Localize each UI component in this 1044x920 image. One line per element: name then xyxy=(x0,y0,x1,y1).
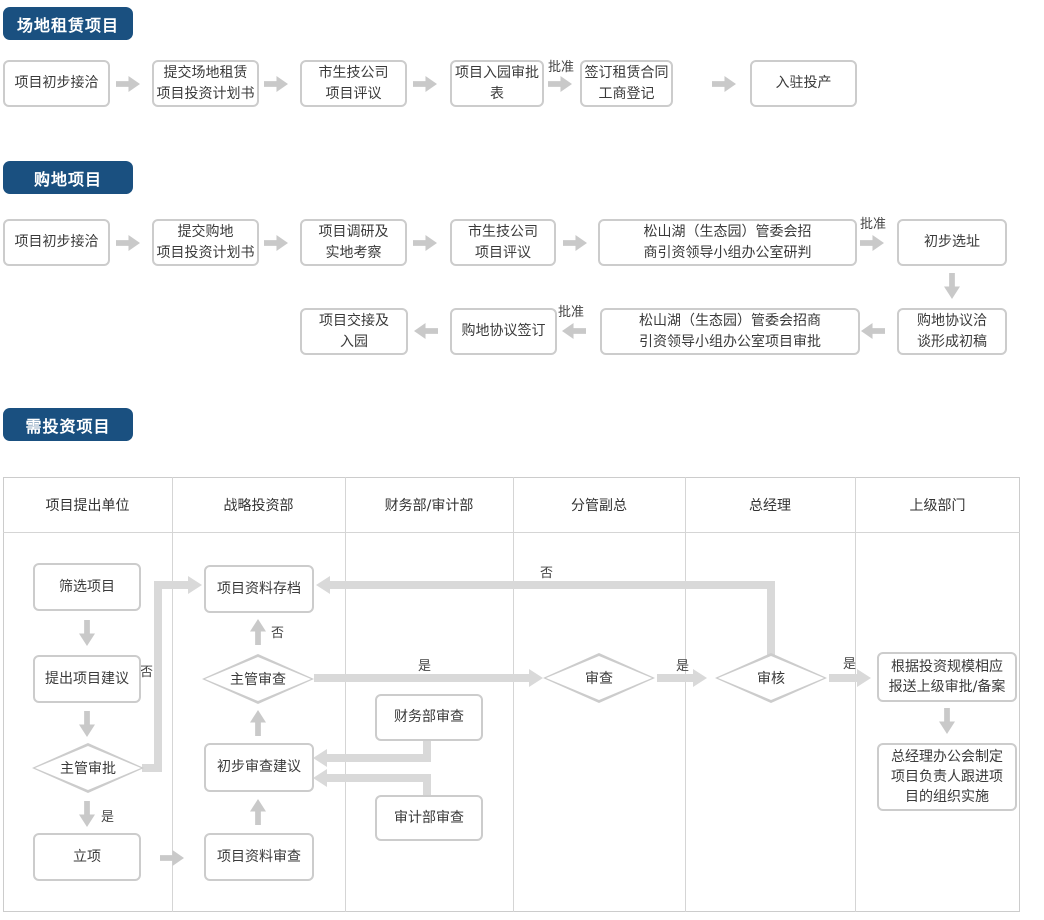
connector-line xyxy=(154,585,162,772)
flow1-node-company-review: 市生技公司 项目评议 xyxy=(300,60,407,107)
section-badge-site-lease: 场地租赁项目 xyxy=(3,7,133,40)
swim-node-audit-review: 审计部审查 xyxy=(375,795,483,841)
lane-header-deputy-gm: 分管副总 xyxy=(571,497,627,514)
connector-arrowhead xyxy=(857,669,871,687)
flow2-node-committee-approval: 松山湖（生态园）管委会招商 引资领导小组办公室项目审批 xyxy=(600,308,860,355)
flow1-node-entry-approval-form: 项目入园审批表 xyxy=(450,60,544,107)
arrow-right-icon xyxy=(548,76,572,92)
yes-label: 是 xyxy=(843,657,857,672)
arrow-left-icon xyxy=(562,323,586,339)
swim-node-screen-projects: 筛选项目 xyxy=(33,563,141,611)
lane-header-superior-dept: 上级部门 xyxy=(909,497,966,514)
swim-decision-supervisor-approve: 主管审批 xyxy=(32,743,144,793)
yes-label: 是 xyxy=(418,659,432,674)
connector-arrowhead xyxy=(529,669,543,687)
connector-line xyxy=(314,674,531,682)
arrow-right-icon xyxy=(264,235,288,251)
arrow-down-icon xyxy=(944,273,960,299)
column-divider xyxy=(345,477,346,912)
arrow-right-icon xyxy=(264,76,288,92)
connector-line xyxy=(142,764,162,772)
connector-line xyxy=(423,740,431,762)
swim-decision-check: 审核 xyxy=(715,653,827,703)
lane-header-proposing-unit: 项目提出单位 xyxy=(45,497,130,514)
header-divider xyxy=(3,532,1020,533)
swim-node-propose: 提出项目建议 xyxy=(33,655,141,703)
connector-line xyxy=(767,585,775,655)
flow1-node-submit-plan: 提交场地租赁 项目投资计划书 xyxy=(152,60,259,107)
column-divider xyxy=(513,477,514,912)
connector-line xyxy=(326,774,431,782)
arrow-right-icon xyxy=(860,235,884,251)
no-label: 否 xyxy=(140,661,154,680)
connector-line xyxy=(657,674,695,682)
connector-arrowhead xyxy=(188,576,202,594)
connector-line xyxy=(423,774,431,795)
flow2-node-submit-plan: 提交购地 项目投资计划书 xyxy=(152,219,259,266)
approve-label: 批准 xyxy=(558,305,585,320)
arrow-right-icon xyxy=(116,235,140,251)
approve-label: 批准 xyxy=(860,217,887,232)
arrow-left-icon xyxy=(414,323,438,339)
flow2-node-handover: 项目交接及 入园 xyxy=(300,308,408,355)
flow1-node-sign-lease: 签订租赁合同 工商登记 xyxy=(580,60,673,107)
flow2-node-survey: 项目调研及 实地考察 xyxy=(300,219,407,266)
flow2-node-site-selection: 初步选址 xyxy=(897,219,1007,266)
connector-line xyxy=(829,674,859,682)
connector-arrowhead xyxy=(313,749,327,767)
arrow-right-icon xyxy=(413,76,437,92)
swim-node-prelim-opinion: 初步审查建议 xyxy=(204,743,314,792)
lane-header-finance-audit: 财务部/审计部 xyxy=(384,497,474,514)
connector-arrowhead xyxy=(313,769,327,787)
connector-line xyxy=(330,581,775,589)
swim-decision-review: 审查 xyxy=(543,653,655,703)
swim-node-report-superior: 根据投资规模相应 报送上级审批/备案 xyxy=(877,652,1017,702)
connector-line xyxy=(326,754,431,762)
swim-node-project-setup: 立项 xyxy=(33,833,141,881)
swim-node-finance-review: 财务部审查 xyxy=(375,694,483,741)
lane-header-strategy-dept: 战略投资部 xyxy=(223,497,294,514)
flow2-node-company-review: 市生技公司 项目评议 xyxy=(450,219,556,266)
flow1-node-initial-contact: 项目初步接洽 xyxy=(3,60,110,107)
flow2-node-sign-agreement: 购地协议签订 xyxy=(450,308,557,355)
arrow-left-icon xyxy=(861,323,885,339)
section-badge-investment: 需投资项目 xyxy=(3,408,133,441)
flow2-node-initial-contact: 项目初步接洽 xyxy=(3,219,110,266)
swim-node-implementation: 总经理办公会制定 项目负责人跟进项 目的组织实施 xyxy=(877,743,1017,811)
swim-node-data-review: 项目资料审查 xyxy=(204,833,314,881)
lane-header-gm: 总经理 xyxy=(749,497,791,514)
yes-label: 是 xyxy=(101,810,115,825)
connector-arrowhead xyxy=(693,669,707,687)
flow2-node-committee-study: 松山湖（生态园）管委会招 商引资领导小组办公室研判 xyxy=(598,219,857,266)
section-badge-land-purchase: 购地项目 xyxy=(3,161,133,194)
flow2-node-draft-agreement: 购地协议洽 谈形成初稿 xyxy=(897,308,1007,355)
column-divider xyxy=(172,477,173,912)
swimlane-table xyxy=(3,477,1020,912)
column-divider xyxy=(855,477,856,912)
arrow-right-icon xyxy=(413,235,437,251)
arrow-right-icon xyxy=(116,76,140,92)
arrow-right-icon xyxy=(563,235,587,251)
connector-arrowhead xyxy=(316,576,330,594)
yes-label: 是 xyxy=(676,659,690,674)
connector-line xyxy=(154,581,190,589)
swim-node-archive: 项目资料存档 xyxy=(204,565,314,613)
swim-decision-supervisor-review: 主管审查 xyxy=(202,654,314,704)
flow1-node-move-in: 入驻投产 xyxy=(750,60,857,107)
column-divider xyxy=(685,477,686,912)
approve-label: 批准 xyxy=(548,60,575,75)
no-label: 否 xyxy=(271,626,285,641)
no-label: 否 xyxy=(540,566,554,581)
arrow-right-icon xyxy=(712,76,736,92)
